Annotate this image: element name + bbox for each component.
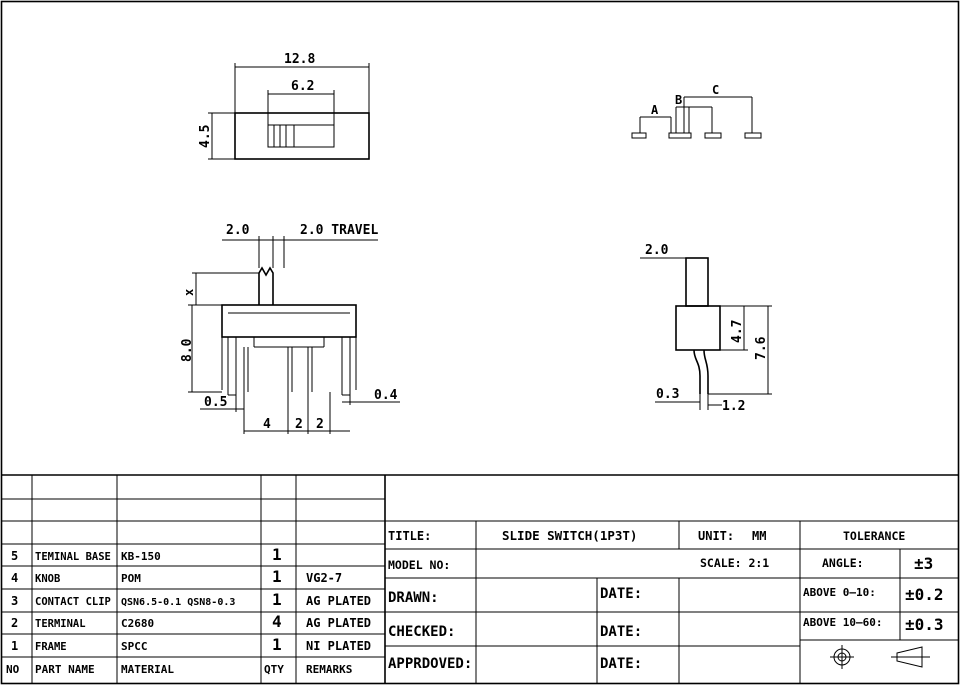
label-c: C xyxy=(712,83,719,97)
row3-remarks: AG PLATED xyxy=(306,594,371,608)
row2-qty: 4 xyxy=(272,612,282,631)
unit-value: MM xyxy=(752,529,766,543)
date-label-1: DATE: xyxy=(600,586,642,602)
unit-label: UNIT: xyxy=(698,529,734,543)
front-view: 2.0 2.0 TRAVEL x 8.0 xyxy=(180,223,400,434)
dim-knob-height: x xyxy=(182,289,196,296)
approved-label: APPRDOVED: xyxy=(388,656,472,672)
row4-no: 4 xyxy=(11,571,18,585)
row2-remarks: AG PLATED xyxy=(306,616,371,630)
dim-width: 12.8 xyxy=(284,52,315,67)
range1-value: ±0.2 xyxy=(905,585,944,604)
row3-material: QSN6.5-0.1 QSN8-0.3 xyxy=(121,597,235,608)
header-material: MATERIAL xyxy=(121,663,174,676)
dim-travel: 2.0 TRAVEL xyxy=(300,223,378,238)
dim-knob-width: 6.2 xyxy=(291,79,314,94)
top-view-knob-slot xyxy=(267,124,335,148)
row5-material: KB-150 xyxy=(121,550,161,563)
parts-table: 5 TEMINAL BASE KB-150 1 4 KNOB POM 1 VG2… xyxy=(1,474,959,683)
side-view: 2.0 4.7 7.6 0.3 1.2 xyxy=(640,243,772,414)
dim-body-height: 8.0 xyxy=(180,338,195,362)
row2-no: 2 xyxy=(11,616,18,630)
top-view-knob xyxy=(267,124,295,148)
row1-part: FRAME xyxy=(35,641,67,653)
top-view-body xyxy=(234,112,370,160)
dim-height: 4.5 xyxy=(198,125,213,148)
checked-label: CHECKED: xyxy=(388,624,455,640)
row5-part: TEMINAL BASE xyxy=(35,551,111,563)
date-label-3: DATE: xyxy=(600,656,642,672)
row4-material: POM xyxy=(121,572,141,585)
row5-qty: 1 xyxy=(272,545,282,564)
model-label: MODEL NO: xyxy=(388,558,450,572)
tolerance-label: TOLERANCE xyxy=(843,529,905,543)
dim-pin-thickness: 0.4 xyxy=(374,388,398,403)
row1-qty: 1 xyxy=(272,635,282,654)
scale-label: SCALE: 2:1 xyxy=(700,556,769,570)
dim-side-total: 7.6 xyxy=(754,336,769,360)
date-label-2: DATE: xyxy=(600,624,642,640)
title-value: SLIDE SWITCH(1P3T) xyxy=(502,528,637,543)
row1-material: SPCC xyxy=(121,640,148,653)
row4-qty: 1 xyxy=(272,567,282,586)
row3-qty: 1 xyxy=(272,590,282,609)
angle-value: ±3 xyxy=(914,554,933,573)
header-remarks: REMARKS xyxy=(306,663,352,676)
title-block: TITLE: SLIDE SWITCH(1P3T) UNIT: MM TOLER… xyxy=(385,520,959,683)
dim-side-pin: 0.3 xyxy=(656,387,679,402)
range1-label: ABOVE 0—10: xyxy=(803,586,876,599)
row1-no: 1 xyxy=(11,639,18,653)
dim-pitch-4: 4 xyxy=(263,417,271,432)
projection-symbol-icon xyxy=(830,645,930,669)
header-qty: QTY xyxy=(264,663,284,676)
label-b: B xyxy=(675,93,682,107)
dim-pitch-2a: 2 xyxy=(295,417,303,432)
row4-part: KNOB xyxy=(35,573,60,585)
row5-no: 5 xyxy=(11,549,18,563)
dim-side-body: 4.7 xyxy=(730,320,745,343)
dim-side-knob: 2.0 xyxy=(645,243,669,258)
label-a: A xyxy=(651,103,659,117)
range2-value: ±0.3 xyxy=(905,615,944,634)
range2-label: ABOVE 10—60: xyxy=(803,616,882,629)
row4-remarks: VG2-7 xyxy=(306,571,342,585)
row3-no: 3 xyxy=(11,594,18,608)
dim-pin-offset: 0.5 xyxy=(204,395,227,410)
pin-schematic: A B C xyxy=(631,83,762,139)
dim-pitch-2b: 2 xyxy=(316,417,324,432)
angle-label: ANGLE: xyxy=(822,556,864,570)
row1-remarks: NI PLATED xyxy=(306,639,371,653)
dim-side-pitch: 1.2 xyxy=(722,399,745,414)
dim-knob: 2.0 xyxy=(226,223,250,238)
title-label: TITLE: xyxy=(388,529,431,543)
row2-part: TERMINAL xyxy=(35,618,86,630)
header-part-name: PART NAME xyxy=(35,663,95,676)
top-view: 12.8 6.2 4.5 xyxy=(198,52,370,160)
row2-material: C2680 xyxy=(121,617,154,630)
drawn-label: DRAWN: xyxy=(388,590,439,606)
row3-part: CONTACT CLIP xyxy=(35,596,111,608)
header-no: NO xyxy=(6,663,20,676)
